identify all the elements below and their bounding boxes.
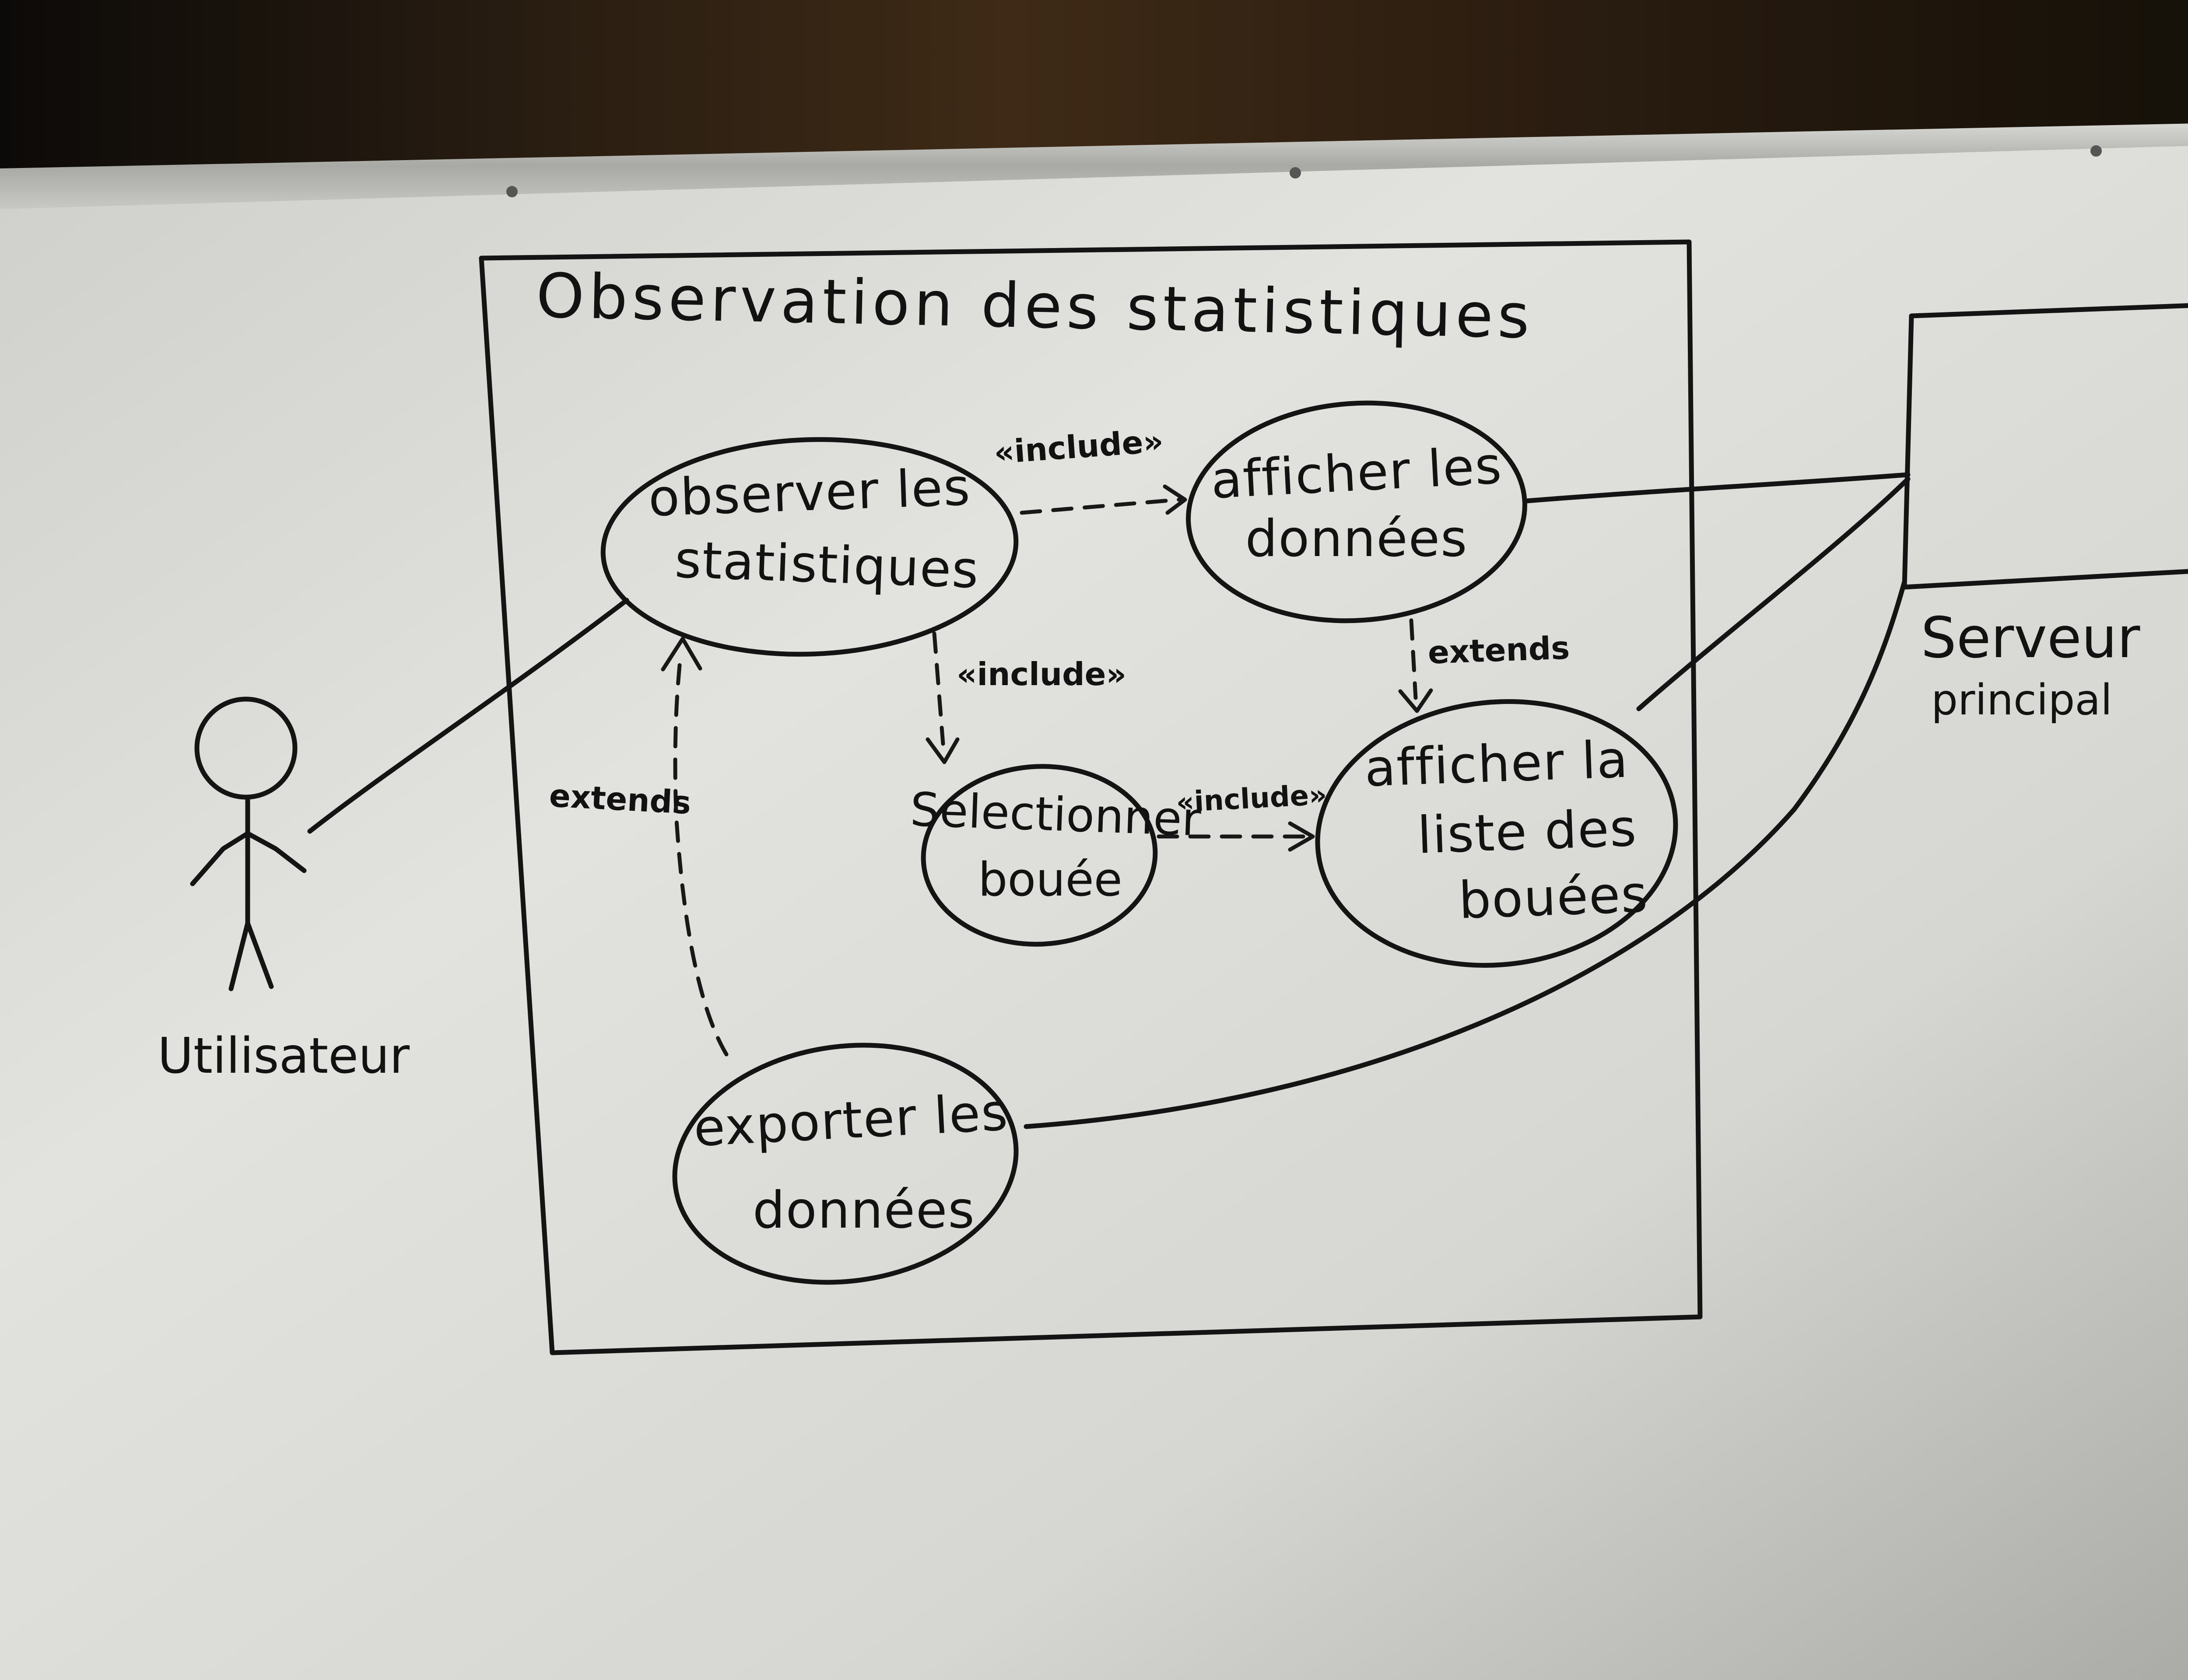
arrowhead <box>1163 484 1187 515</box>
actor-serveur-label-line1: Serveur <box>1921 606 2140 671</box>
whiteboard-frame-rail <box>0 123 2188 209</box>
usecase-selectionner-label-line2: bouée <box>978 853 1122 906</box>
usecase-afficher-liste-ellipse <box>1315 699 1678 968</box>
relation-label-extends-exporter-observer: extends <box>548 777 692 822</box>
actor-utilisateur-label: Utilisateur <box>158 1028 410 1085</box>
usecase-selectionner-label-line1: Selectionner <box>909 782 1202 847</box>
usecase-selectionner-ellipse <box>921 764 1158 947</box>
association-exporter-serveur <box>1024 579 1907 1129</box>
usecase-exporter-ellipse <box>672 1043 1019 1285</box>
association-utilisateur-observer <box>307 598 629 834</box>
association-afficher-liste-serveur <box>1636 476 1911 711</box>
usecase-afficher-liste-label-line3: bouées <box>1458 864 1649 931</box>
system-boundary <box>479 239 1703 1355</box>
usecase-observer-label-line2: statistiques <box>673 530 981 600</box>
arrowhead <box>1398 688 1433 713</box>
relation-label-extends-afficher-liste: extends <box>1427 629 1571 671</box>
whiteboard-surface <box>0 141 2188 1680</box>
rail-screw <box>506 186 518 197</box>
relation-extends-exporter-observer <box>673 654 729 1057</box>
association-afficher-donnees-serveur <box>1524 472 1911 504</box>
usecase-afficher-liste-label-line1: afficher la <box>1364 730 1630 798</box>
relation-label-include-observer-selectionner: «include» <box>957 656 1126 693</box>
arrowhead <box>661 637 702 672</box>
relation-extends-afficher-liste <box>1409 618 1418 700</box>
arrowhead <box>926 737 960 764</box>
usecase-observer-label-line1: observer les <box>647 458 972 528</box>
actor-utilisateur-figure <box>190 696 307 991</box>
usecase-exporter-label-line2: données <box>753 1181 975 1240</box>
relation-include-observer-afficher <box>1020 497 1182 515</box>
arrowhead <box>1288 821 1315 852</box>
relation-include-observer-selectionner <box>932 631 945 746</box>
usecase-afficher-liste-label-line2: liste des <box>1416 798 1638 865</box>
usecase-observer-ellipse <box>600 437 1019 657</box>
rail-screw <box>2090 145 2102 157</box>
actor-serveur-box <box>1902 303 2188 590</box>
actor-serveur-label-line2: principal <box>1931 676 2112 724</box>
usecase-afficher-donnees-label-line2: données <box>1245 509 1468 568</box>
rail-screw <box>1290 167 1301 178</box>
